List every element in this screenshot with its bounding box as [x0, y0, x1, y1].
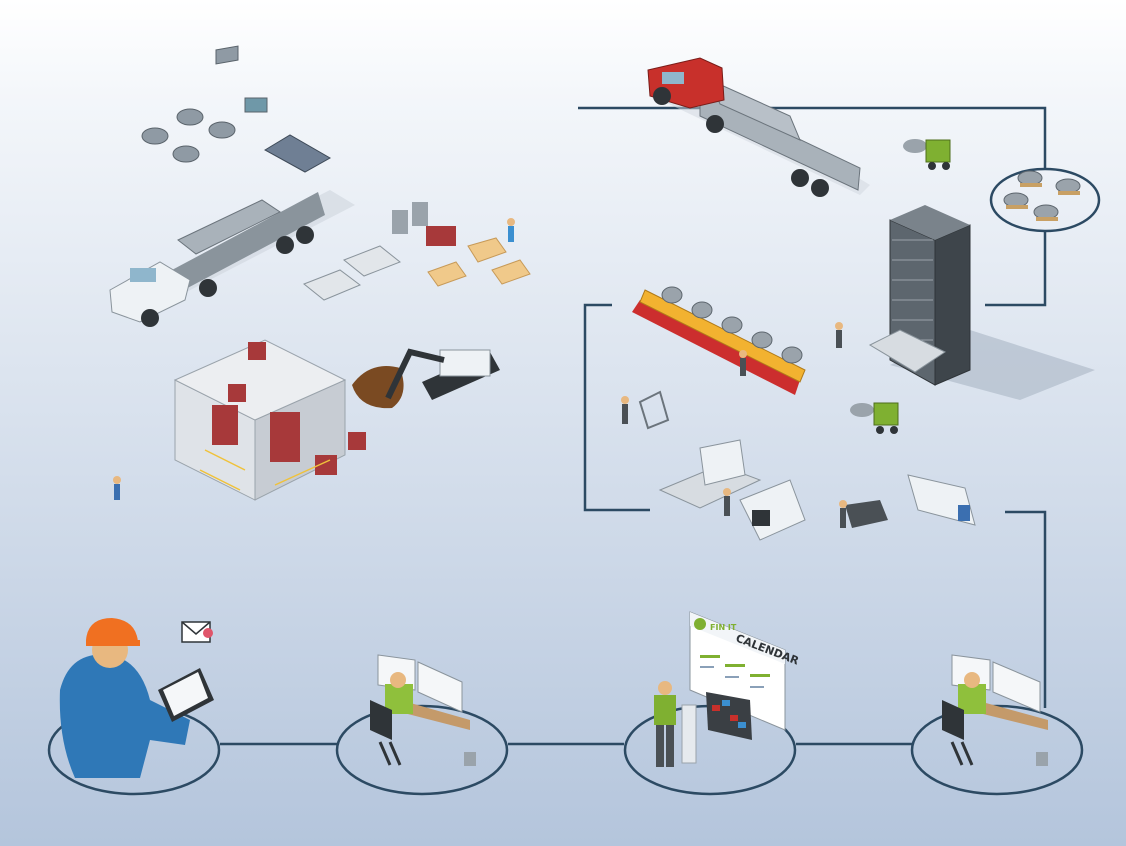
worker-icon — [621, 396, 629, 424]
connector-left-bracket — [583, 303, 650, 512]
node-ring-stock — [989, 167, 1101, 233]
red-truck-icon — [647, 57, 870, 197]
workstation-icon — [942, 654, 1048, 766]
calendar-brand: FIN IT — [710, 623, 737, 632]
worker-icon — [507, 218, 515, 242]
building-icon — [173, 339, 366, 501]
workstation-icon — [370, 654, 476, 766]
worker-icon — [723, 488, 731, 516]
production-line-icon — [632, 286, 806, 395]
fin-it-logo-icon — [694, 618, 706, 630]
node-ring-planner-1 — [335, 704, 509, 796]
node-ring-planner-2 — [910, 704, 1084, 796]
forklift-icon — [850, 402, 899, 434]
measuring-stand-icon — [638, 390, 670, 430]
building-materials-icon — [303, 202, 531, 301]
connector-down — [1005, 510, 1047, 708]
worker-icon — [113, 476, 121, 500]
envelope-icon — [181, 621, 213, 643]
press-brake-icon — [658, 439, 976, 541]
tablet-user-icon — [59, 618, 214, 778]
flatbed-truck-icon — [109, 190, 355, 327]
notification-dot-icon — [203, 628, 213, 638]
excavator-icon — [352, 348, 500, 409]
connector-right — [985, 232, 1047, 307]
coil-stack-icon — [1003, 170, 1081, 221]
steel-grid-icon — [263, 134, 332, 173]
tower-storage-icon — [835, 205, 1095, 400]
worker-icon — [839, 500, 847, 528]
forklift-icon — [903, 139, 951, 170]
pallets-icon — [141, 45, 332, 173]
worker-icon — [739, 350, 747, 376]
worker-icon — [835, 322, 843, 348]
